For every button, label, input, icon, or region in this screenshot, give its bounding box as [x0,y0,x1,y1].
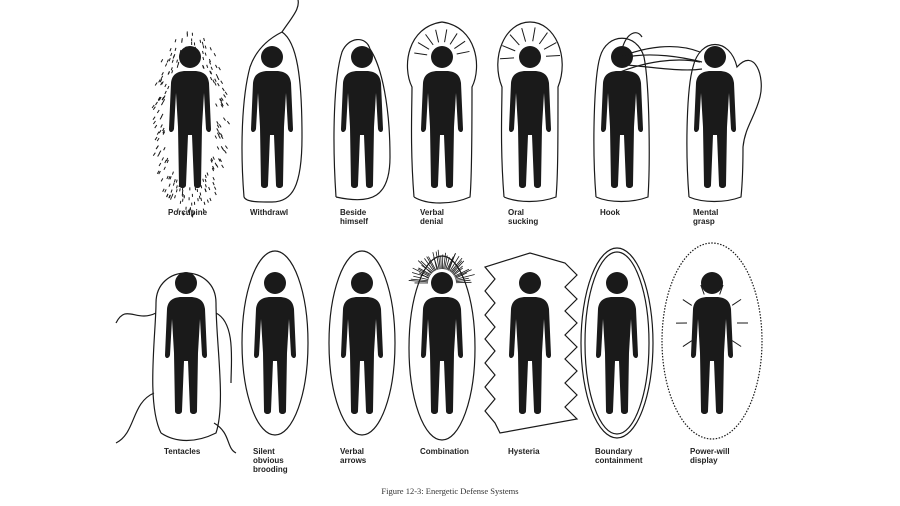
figure-bottom_row-5 [581,248,653,438]
figure-top_row-3 [407,22,476,203]
figure-bottom_row-4 [485,253,577,433]
figure-top_row-0 [152,31,229,217]
figure-label: Silent obvious brooding [253,447,288,474]
figure-label: Withdrawl [250,208,288,217]
figure-top_row-1 [242,0,302,202]
figure-body [601,71,643,188]
figure-head [175,272,197,294]
figure-label: Boundary containment [595,447,643,465]
figure-head [431,46,453,68]
figure-caption: Figure 12-3: Energetic Defense Systems [0,486,900,496]
figure-label: Power-will display [690,447,730,465]
figure-label: Mental grasp [693,208,718,226]
figure-label: Tentacles [164,447,200,456]
figure-top_row-4 [498,22,562,202]
figure-bottom_row-1 [242,251,308,435]
figure-head [606,272,628,294]
figure-head [701,272,723,294]
figure-head [519,272,541,294]
figure-head [351,272,373,294]
figure-head [351,46,373,68]
figure-body [251,71,293,188]
figure-body [169,71,211,188]
figure-body [509,297,551,414]
figure-body [341,297,383,414]
figure-body [694,71,736,188]
figure-body [509,71,551,188]
figure-label: Porcupine [168,208,207,217]
figure-label: Combination [420,447,469,456]
figure-label: Verbal arrows [340,447,366,465]
figure-label: Hook [600,208,620,217]
figure-body [421,71,463,188]
figure-head [704,46,726,68]
figure-bottom_row-6 [662,243,762,439]
figure-top_row-5 [594,33,702,202]
figure-body [341,71,383,188]
figure-head [519,46,541,68]
figure-bottom_row-0 [116,272,236,453]
figure-head [611,46,633,68]
figure-bottom_row-2 [329,251,395,435]
figure-head [431,272,453,294]
figure-body [421,297,463,414]
figure-body [165,297,207,414]
figure-body [254,297,296,414]
figure-body [596,297,638,414]
figure-top_row-2 [334,40,390,200]
figure-body [691,297,733,414]
figure-label: Hysteria [508,447,540,456]
figure-head [179,46,201,68]
figure-head [264,272,286,294]
figure-label: Verbal denial [420,208,444,226]
figure-bottom_row-3 [409,250,475,440]
figure-label: Beside himself [340,208,368,226]
figure-label: Oral sucking [508,208,538,226]
figure-head [261,46,283,68]
